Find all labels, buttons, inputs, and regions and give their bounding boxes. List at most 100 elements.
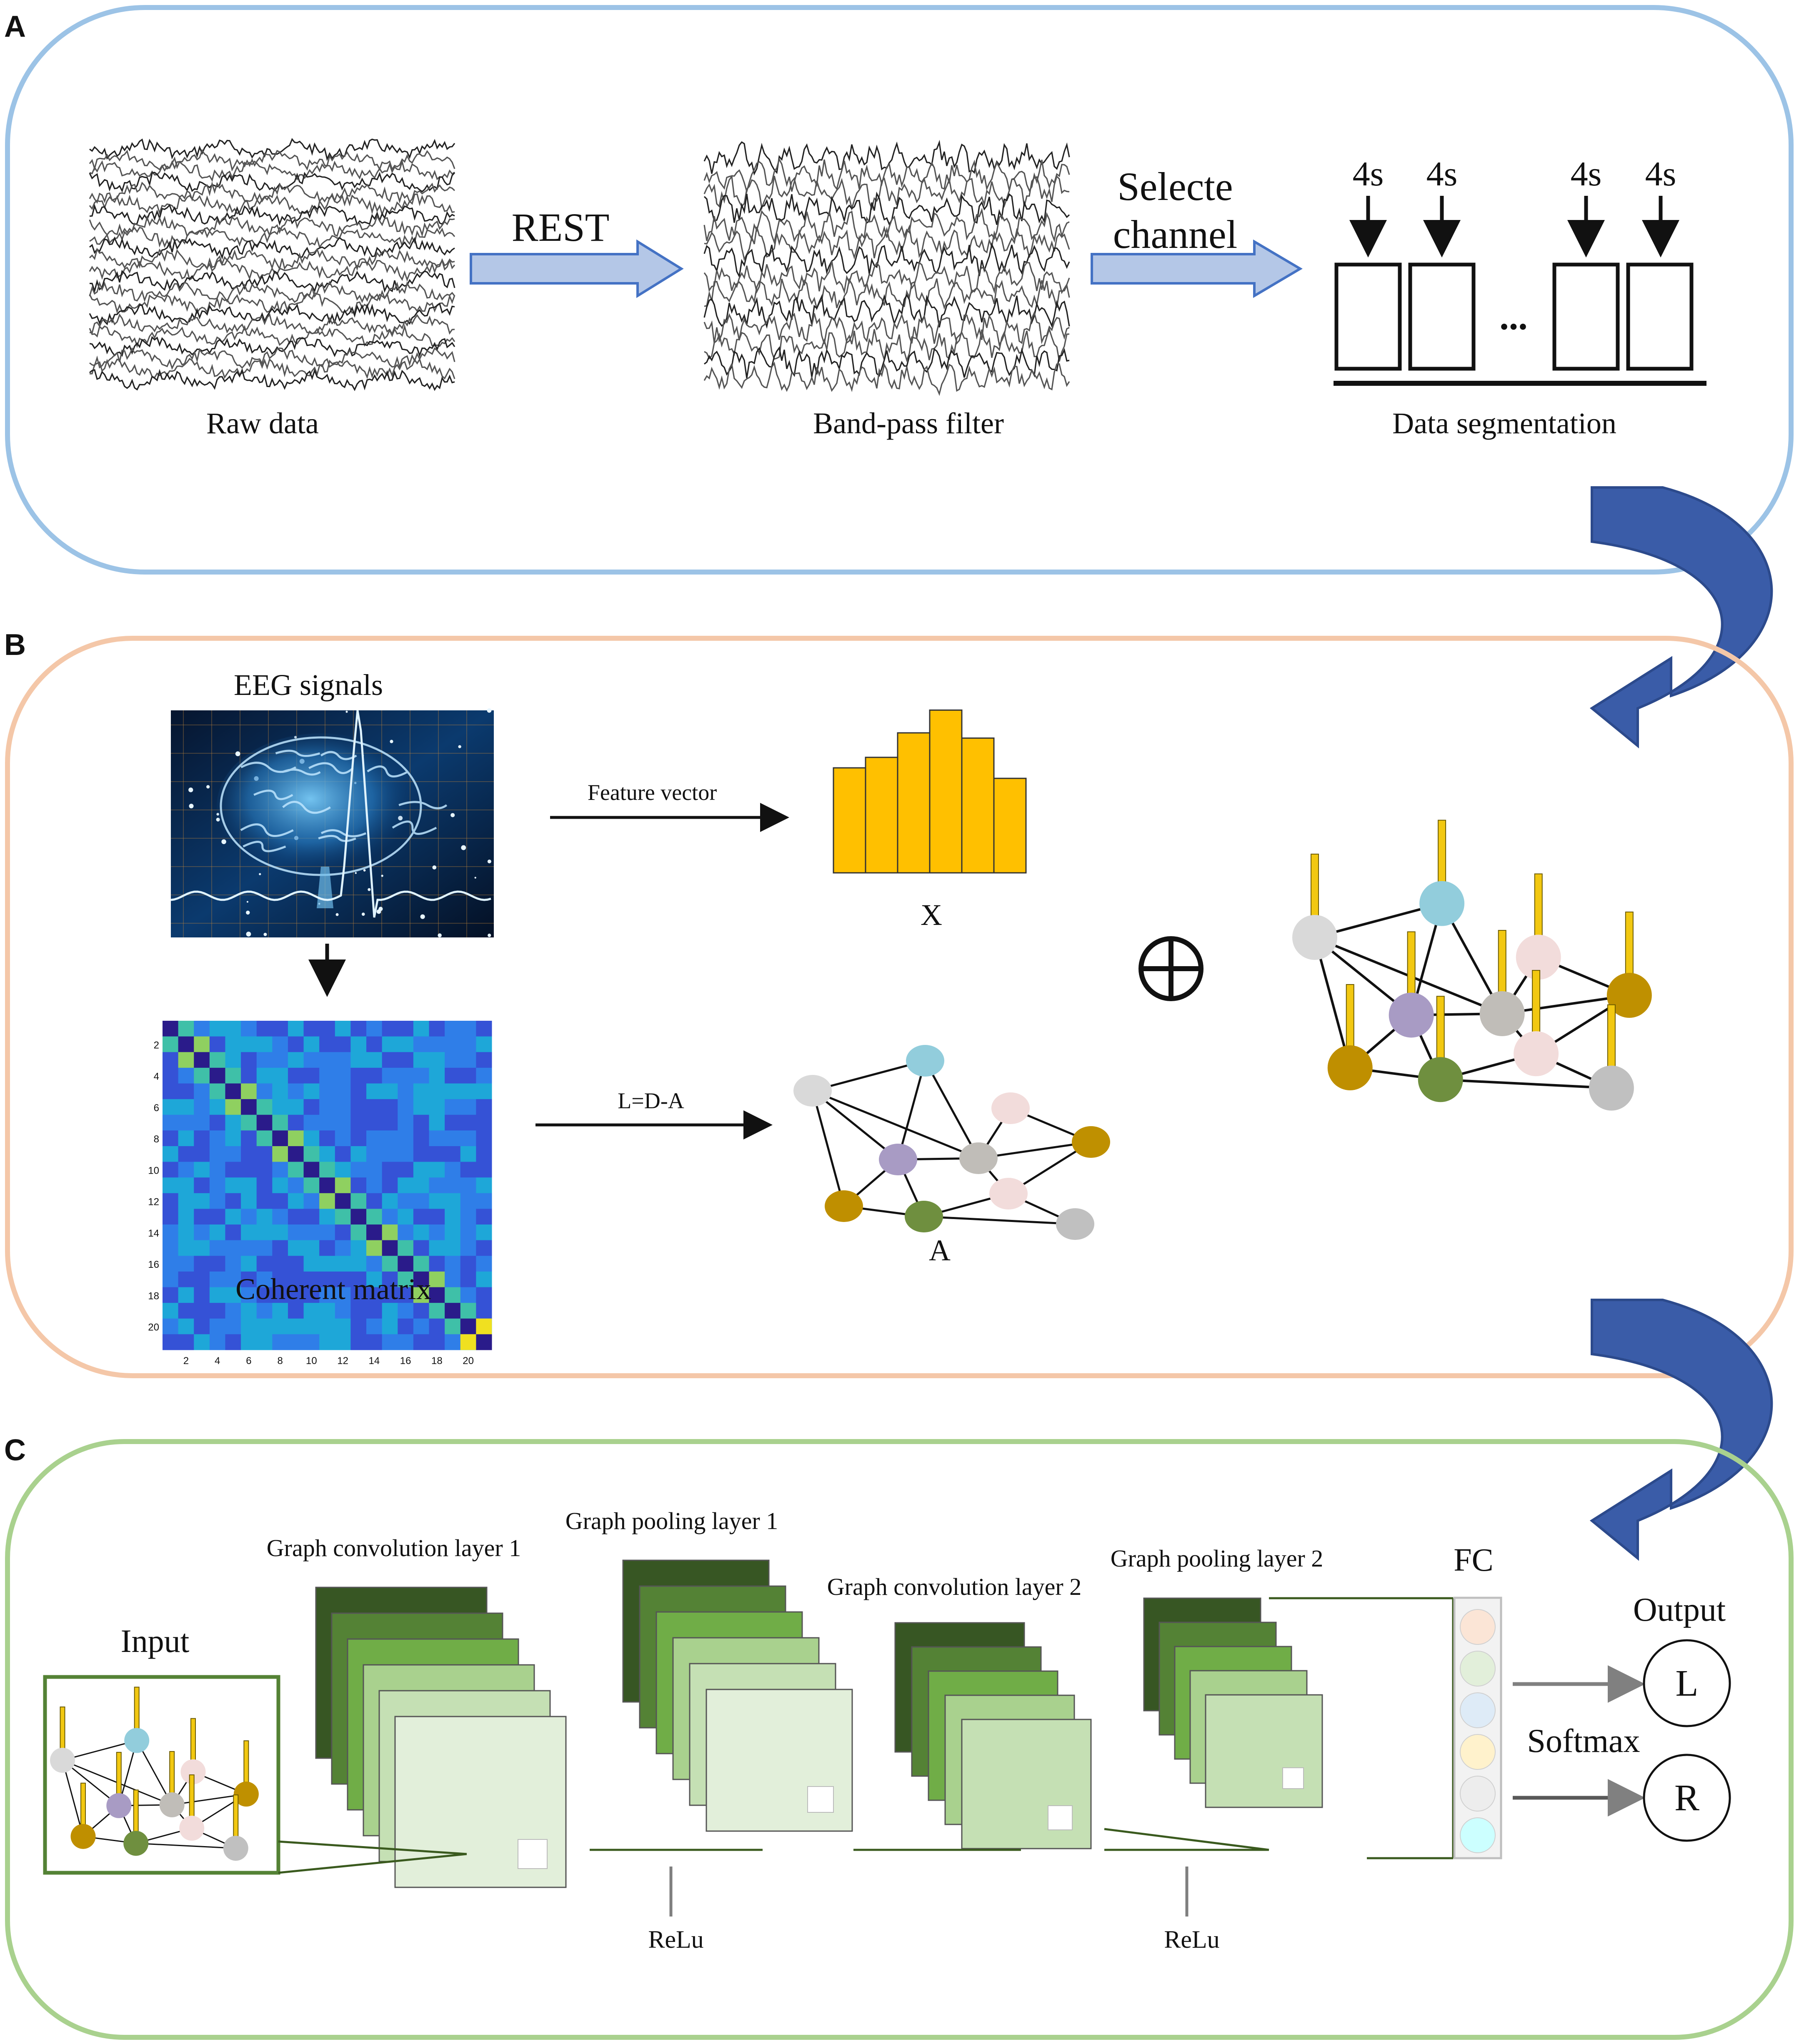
matrix-cell (288, 1114, 304, 1131)
matrix-cell (366, 1114, 383, 1131)
graph-node (825, 1190, 863, 1222)
matrix-cell (303, 1177, 320, 1194)
matrix-cell (445, 1287, 461, 1303)
eeg-trace (89, 368, 455, 391)
matrix-cell (335, 1256, 351, 1272)
matrix-cell (445, 1177, 461, 1194)
matrix-cell (272, 1224, 288, 1241)
matrix-cell (460, 1240, 476, 1256)
matrix-cell (241, 1130, 257, 1147)
matrix-cell (225, 1052, 241, 1068)
matrix-cell (382, 1240, 398, 1256)
matrix-cell (429, 1240, 445, 1256)
matrix-cell (476, 1334, 492, 1350)
matrix-cell (460, 1114, 476, 1131)
star-dot (246, 910, 250, 915)
matrix-cell (476, 1303, 492, 1319)
matrix-cell (398, 1209, 414, 1225)
matrix-cell (256, 1334, 273, 1350)
matrix-cell (272, 1303, 288, 1319)
matrix-cell (382, 1083, 398, 1099)
matrix-cell (366, 1036, 383, 1052)
matrix-cell (429, 1052, 445, 1068)
matrix-cell (241, 1271, 257, 1288)
matrix-cell (319, 1209, 335, 1225)
matrix-cell (413, 1318, 430, 1334)
matrix-cell (256, 1130, 273, 1147)
matrix-cell (429, 1099, 445, 1115)
matrix-cell (398, 1052, 414, 1068)
star-dot (488, 933, 491, 937)
matrix-cell (163, 1177, 179, 1194)
graph-node (1479, 991, 1525, 1037)
matrix-cell (445, 1209, 461, 1225)
eeg-trace (703, 175, 1070, 211)
matrix-cell (429, 1067, 445, 1084)
matrix-cell (350, 1303, 367, 1319)
brain-fold (282, 801, 331, 814)
matrix-cell (366, 1130, 383, 1147)
matrix-cell (272, 1021, 288, 1037)
matrix-cell (303, 1083, 320, 1099)
matrix-cell (288, 1177, 304, 1194)
matrix-cell (382, 1036, 398, 1052)
matrix-cell (382, 1209, 398, 1225)
matrix-cell (209, 1036, 225, 1052)
bandpass-caption: Band-pass filter (813, 407, 1004, 440)
graph-node (1418, 1057, 1463, 1102)
matrix-cell (303, 1036, 320, 1052)
matrix-cell (256, 1114, 273, 1131)
eeg-trace (89, 193, 455, 217)
matrix-cell (413, 1287, 430, 1303)
matrix-cell (350, 1193, 367, 1209)
matrix-cell (335, 1303, 351, 1319)
matrix-cell (209, 1099, 225, 1115)
matrix-cell (350, 1287, 367, 1303)
panel-b-label: B (4, 628, 26, 662)
matrix-cell (413, 1240, 430, 1256)
matrix-y-tick: 18 (148, 1290, 159, 1302)
projection-line (1104, 1828, 1269, 1851)
matrix-cell (178, 1114, 194, 1131)
matrix-cell (382, 1162, 398, 1178)
matrix-cell (476, 1240, 492, 1256)
matrix-cell (366, 1099, 383, 1115)
matrix-cell (350, 1083, 367, 1099)
matrix-cell (335, 1193, 351, 1209)
matrix-cell (209, 1287, 225, 1303)
matrix-cell (225, 1021, 241, 1037)
matrix-cell (241, 1114, 257, 1131)
brain-fold (308, 762, 354, 775)
matrix-cell (413, 1114, 430, 1131)
star-dot (450, 813, 455, 817)
matrix-cell (319, 1162, 335, 1178)
brain-fold (392, 820, 437, 835)
matrix-cell (413, 1130, 430, 1147)
adjacency-graph (793, 1045, 1110, 1240)
combine-plus-symbol (1138, 936, 1204, 1001)
matrix-x-tick: 6 (246, 1355, 251, 1367)
eeg-trace (703, 261, 1070, 295)
matrix-cell (476, 1162, 492, 1178)
matrix-cell (445, 1021, 461, 1037)
matrix-cell (429, 1146, 445, 1162)
matrix-cell (335, 1130, 351, 1147)
matrix-cell (335, 1052, 351, 1068)
matrix-cell (288, 1146, 304, 1162)
matrix-cell (382, 1146, 398, 1162)
matrix-cell (194, 1334, 210, 1350)
fc-neuron (1460, 1776, 1496, 1812)
matrix-cell (319, 1318, 335, 1334)
matrix-y-tick: 6 (154, 1102, 159, 1114)
eeg-trace (89, 324, 455, 348)
matrix-cell (209, 1162, 225, 1178)
matrix-cell (194, 1256, 210, 1272)
matrix-cell (256, 1271, 273, 1288)
graph-node (1514, 1031, 1559, 1077)
graph-node (991, 1092, 1030, 1124)
matrix-cell (319, 1021, 335, 1037)
matrix-cell (398, 1162, 414, 1178)
segment-window: 4s (1552, 155, 1620, 371)
matrix-cell (303, 1052, 320, 1068)
eeg-trace (89, 172, 455, 193)
